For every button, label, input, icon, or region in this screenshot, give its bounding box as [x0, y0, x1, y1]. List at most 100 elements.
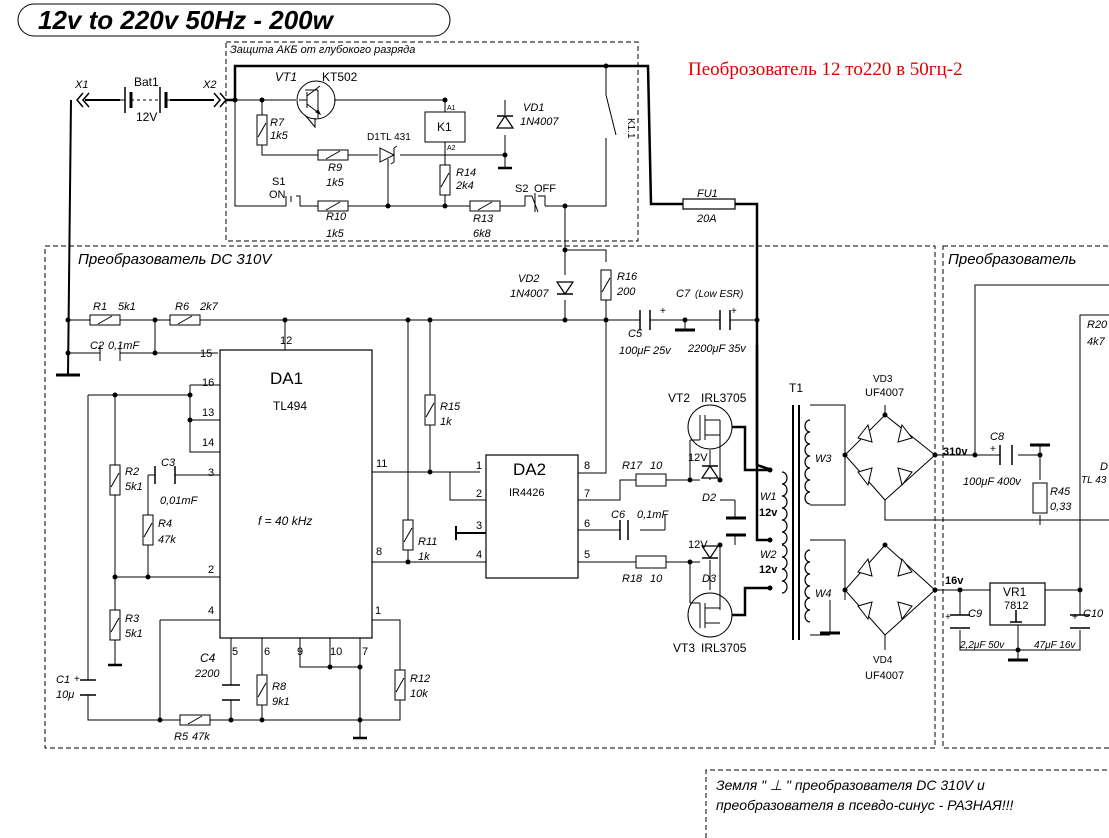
vt2-mosfet	[687, 404, 733, 450]
da1-pin6: 6	[264, 646, 270, 658]
da1-frequency: f = 40 kHz	[258, 514, 312, 528]
r12-label: R12	[410, 673, 430, 685]
bat1-label: Bat1	[134, 75, 159, 89]
r6-value: 2k7	[199, 301, 219, 313]
c5-label: C5	[628, 328, 643, 340]
d2-label: D2	[702, 492, 716, 504]
vd3-diodes	[857, 423, 913, 487]
vd2-diode	[556, 281, 574, 295]
vd4-label: VD4	[873, 655, 893, 666]
d1-label: D1	[367, 132, 380, 143]
c2-value: 0,1mF	[108, 340, 140, 352]
da2-pin7: 7	[584, 488, 590, 500]
vt3-mosfet	[687, 592, 733, 638]
svg-text:+: +	[1072, 612, 1078, 623]
r12-branch	[360, 619, 401, 721]
vd3-type: UF4007	[865, 387, 904, 399]
battery-bat1	[120, 87, 170, 113]
r8-value: 9k1	[272, 696, 290, 708]
svg-text:+: +	[74, 674, 80, 685]
note-frame	[705, 769, 1109, 838]
c5-value: 100μF 25v	[619, 345, 672, 357]
r20-value: 4k7	[1087, 336, 1106, 348]
da1-pin2: 2	[208, 564, 214, 576]
c4-capacitor	[222, 684, 240, 701]
c10-capacitor	[1070, 614, 1090, 629]
battery-protection-title: Защита АКБ от глубокого разряда	[230, 44, 415, 56]
component-labels: X1 X2 Bat1 12V VT1 KT502 R7 1k5 K1 A1 A2…	[56, 70, 1108, 743]
r5-label: R5	[174, 731, 189, 743]
k1-label: K1	[437, 120, 452, 134]
da1-pin9: 9	[297, 646, 303, 658]
converter-right-frame	[942, 245, 1109, 749]
t1-label: T1	[789, 381, 803, 395]
da2-pin4: 4	[476, 549, 482, 561]
c8-value: 100μF 400v	[963, 476, 1022, 488]
r3-value: 5k1	[125, 628, 143, 640]
r6-label: R6	[175, 301, 190, 313]
da1-pin15: 15	[200, 348, 212, 360]
tl43-cut-label: TL 43	[1081, 475, 1107, 486]
converter-dc-title: Преобразователь DC 310V	[78, 251, 273, 268]
r13-label: R13	[473, 213, 494, 225]
c5-capacitor	[639, 310, 651, 330]
vd2-r16-branch	[564, 249, 607, 320]
note-line-1: Земля " ⊥ " преобразователя DC 310V и	[716, 777, 985, 793]
c9-capacitor	[950, 614, 970, 629]
c6-value: 0,1mF	[637, 509, 669, 521]
svg-text:+: +	[731, 306, 737, 317]
da2-pin2: 2	[476, 488, 482, 500]
c6-label: C6	[611, 509, 626, 521]
da1-pin11: 11	[376, 458, 387, 470]
da2-pin1: 1	[476, 460, 482, 472]
c1-capacitor	[80, 679, 96, 696]
vd4-bridge	[844, 544, 936, 636]
c2-label: C2	[90, 340, 104, 352]
da1-pin16: 16	[202, 377, 214, 389]
c9-value: 2,2μF 50v	[959, 640, 1005, 651]
w3-label: W3	[815, 453, 832, 465]
r9-label: R9	[328, 162, 342, 174]
s1-switch	[285, 195, 301, 206]
c8-label: C8	[990, 431, 1005, 443]
r7-label: R7	[270, 117, 285, 129]
d2-zener	[701, 465, 719, 479]
da2-pin7-wire	[578, 479, 700, 501]
da1-pin4-wire	[159, 619, 220, 720]
r15-label: R15	[440, 401, 461, 413]
c7-capacitor	[719, 310, 731, 330]
c10-label: C10	[1083, 608, 1104, 620]
da1-pins-13-16	[88, 384, 220, 453]
d2-zener-voltage: 12V	[688, 452, 708, 464]
da1-pin10: 10	[330, 646, 342, 658]
da1-pin5: 5	[232, 646, 238, 658]
w1-voltage: 12v	[759, 507, 778, 519]
w2-label: W2	[760, 549, 777, 561]
r3-label: R3	[125, 613, 140, 625]
w2-voltage: 12v	[759, 564, 778, 576]
vt3-internal	[690, 602, 720, 628]
vd2-label: VD2	[518, 273, 539, 285]
16v-label: 16v	[945, 575, 964, 587]
r9-value: 1k5	[326, 177, 345, 189]
d-cut-label: D	[1100, 461, 1108, 473]
r17-resistor	[635, 473, 667, 487]
r13-value: 6k8	[473, 228, 492, 240]
vd3-label: VD3	[873, 374, 893, 385]
s1-state: ON	[269, 189, 286, 201]
c2-capacitor	[95, 345, 125, 361]
da2-type: IR4426	[509, 487, 544, 499]
c3-value: 0,01mF	[160, 495, 199, 507]
title-frame	[17, 3, 451, 37]
c3-label: C3	[161, 457, 176, 469]
k11-label: K1.1	[625, 118, 636, 139]
r45-label: R45	[1050, 486, 1071, 498]
junction-dots	[65, 63, 1083, 723]
d1-type: TL 431	[380, 132, 411, 143]
w1-label: W1	[760, 491, 777, 503]
r15-value: 1k	[440, 416, 452, 428]
r14-value: 2k4	[455, 180, 474, 192]
da1-label: DA1	[270, 369, 303, 388]
r8-label: R8	[272, 681, 287, 693]
